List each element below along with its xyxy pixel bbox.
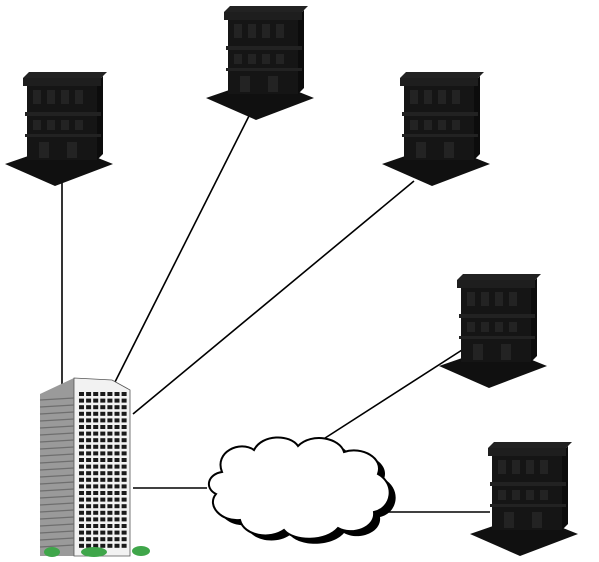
- shrub: [132, 546, 150, 556]
- shrub: [81, 547, 107, 557]
- branch-office-building-icon-4: [439, 274, 547, 388]
- branch-office-building-icon-1: [5, 72, 113, 186]
- link-cloud-branch-4: [322, 350, 462, 440]
- link-hq-branch-3: [133, 181, 414, 414]
- headquarters-building-icon: [40, 378, 150, 557]
- branch-office-building-icon-3: [382, 72, 490, 186]
- branch-office-building-icon-5: [470, 442, 578, 556]
- shrub: [44, 547, 60, 557]
- link-hq-branch-2: [114, 112, 251, 384]
- network-cloud-icon: [209, 437, 396, 543]
- branch-office-building-icon-2: [206, 6, 314, 120]
